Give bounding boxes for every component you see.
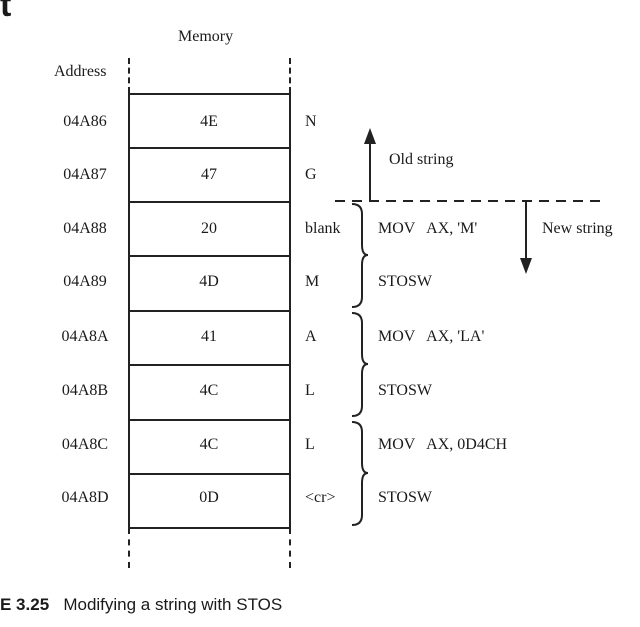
old-string-arrow-head xyxy=(364,128,376,144)
address-04a8d: 04A8D xyxy=(61,489,109,506)
figure-caption: E 3.25 Modifying a string with STOS xyxy=(0,595,282,615)
char-label: L xyxy=(305,436,315,453)
char-label: M xyxy=(305,273,320,290)
new-string-arrow-head xyxy=(520,258,532,274)
char-label: blank xyxy=(305,220,341,237)
instruction-mov: MOV AX, 'LA' xyxy=(378,328,485,345)
row-divider xyxy=(128,255,291,257)
char-label: L xyxy=(305,382,315,399)
memory-value: 0D xyxy=(199,489,219,506)
row-divider xyxy=(128,473,291,475)
memory-top-left-dash xyxy=(128,58,130,93)
row-divider xyxy=(128,93,291,95)
address-04a89: 04A89 xyxy=(63,273,107,290)
memory-value: 4C xyxy=(199,382,219,399)
memory-bottom-left-dash xyxy=(128,528,130,568)
memory-value: 20 xyxy=(201,220,217,237)
address-04a8b: 04A8B xyxy=(61,382,109,399)
address-label: Address xyxy=(54,63,107,80)
brace-mov-0d4ch xyxy=(351,421,369,526)
address-04a88: 04A88 xyxy=(63,220,107,237)
brace-mov-la xyxy=(351,312,369,417)
memory-bottom-right-dash xyxy=(289,528,291,568)
address-04a87: 04A87 xyxy=(63,166,107,183)
row-divider xyxy=(128,147,291,149)
new-string-label: New string xyxy=(542,220,613,237)
row-divider xyxy=(128,310,291,312)
figure-number: E 3.25 xyxy=(0,595,50,614)
instruction-stosw: STOSW xyxy=(378,489,432,506)
brace-mov-m xyxy=(351,203,369,308)
char-label: A xyxy=(305,328,317,345)
old-string-label: Old string xyxy=(389,151,454,168)
address-04a86: 04A86 xyxy=(63,113,107,130)
instruction-mov: MOV AX, 0D4CH xyxy=(378,436,508,453)
memory-value: 47 xyxy=(201,166,217,183)
instruction-stosw: STOSW xyxy=(378,273,432,290)
address-04a8c: 04A8C xyxy=(61,436,109,453)
memory-value: 41 xyxy=(201,328,217,345)
memory-label: Memory xyxy=(178,28,234,45)
memory-value: 4D xyxy=(199,273,219,290)
row-divider xyxy=(128,419,291,421)
row-divider xyxy=(128,201,291,203)
memory-value: 4E xyxy=(200,113,218,130)
row-divider xyxy=(128,364,291,366)
memory-top-right-dash xyxy=(289,58,291,93)
figure-caption-text: Modifying a string with STOS xyxy=(63,595,283,614)
corner-mark: t xyxy=(0,0,12,24)
char-label: G xyxy=(305,166,317,183)
address-04a8a: 04A8A xyxy=(61,328,109,345)
char-label: <cr> xyxy=(305,489,336,506)
row-divider xyxy=(128,527,291,529)
instruction-mov: MOV AX, 'M' xyxy=(378,220,478,237)
char-label: N xyxy=(305,113,317,130)
instruction-stosw: STOSW xyxy=(378,382,432,399)
memory-value: 4C xyxy=(199,436,219,453)
